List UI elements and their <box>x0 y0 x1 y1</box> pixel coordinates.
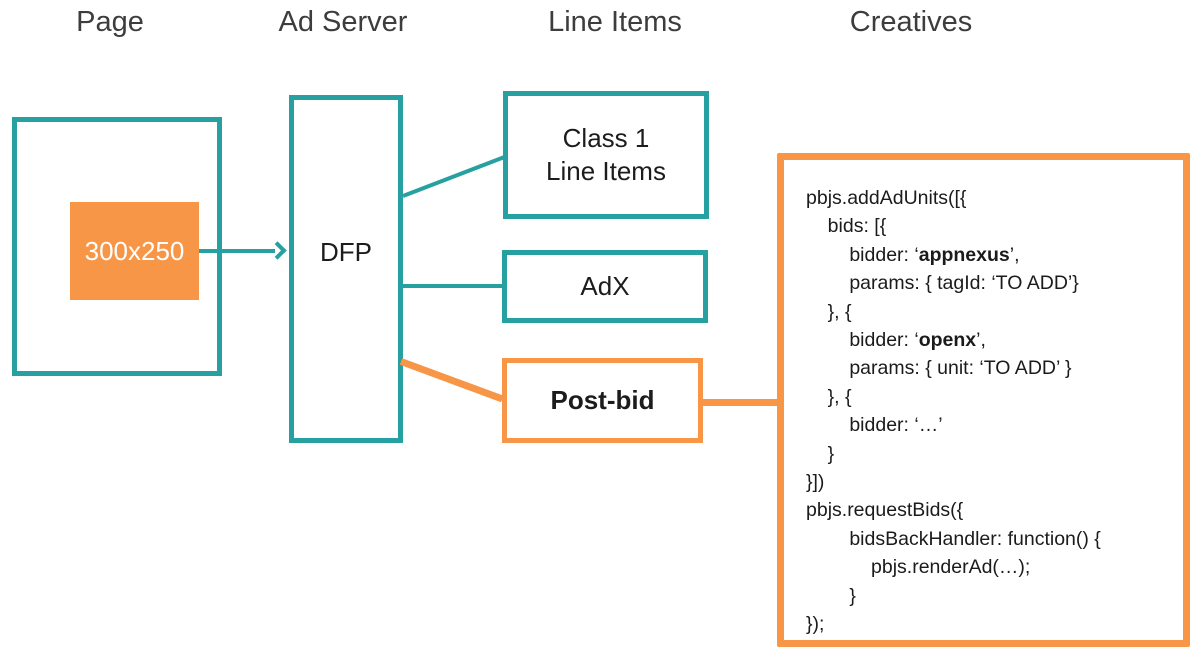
connector-dfp-to-class1 <box>402 155 505 198</box>
code-line: params: { tagId: ‘TO ADD’} <box>806 272 1079 295</box>
postbid-box: Post-bid <box>502 358 703 443</box>
code-line: }, { <box>806 385 852 408</box>
code-line: pbjs.renderAd(…); <box>806 556 1031 579</box>
code-line: bidder: ‘openx’, <box>806 329 986 352</box>
code-line: pbjs.requestBids({ <box>806 499 964 522</box>
dfp-label: DFP <box>320 237 372 267</box>
code-block: pbjs.addAdUnits([{ bids: [{ bidder: ‘app… <box>784 160 1111 639</box>
column-header-creatives: Creatives <box>849 6 973 38</box>
ad-slot-box: 300x250 <box>70 202 199 300</box>
code-line: }, { <box>806 300 852 323</box>
code-line: params: { unit: ‘TO ADD’ } <box>806 357 1072 380</box>
code-line: } <box>806 584 856 607</box>
code-line: pbjs.addAdUnits([{ <box>806 187 967 209</box>
class1-label-line2: Line Items <box>546 156 666 186</box>
column-header-page: Page <box>76 6 144 38</box>
class1-label-line1: Class 1 <box>562 123 650 153</box>
connector-postbid-to-creatives <box>700 399 780 406</box>
dfp-box <box>289 95 403 443</box>
connector-dfp-to-postbid <box>399 358 504 403</box>
connector-dfp-to-adx <box>403 284 503 288</box>
code-line: } <box>806 442 835 465</box>
column-header-line-items: Line Items <box>548 6 682 38</box>
code-line: bidder: ‘…’ <box>806 414 943 437</box>
column-header-ad-server: Ad Server <box>278 6 408 38</box>
code-line: }]) <box>806 471 825 494</box>
arrow-page-to-dfp-line <box>199 249 275 253</box>
code-line: bidsBackHandler: function() { <box>806 527 1101 550</box>
code-line: bidder: ‘appnexus’, <box>806 243 1020 266</box>
code-line: bids: [{ <box>806 215 887 238</box>
class1-line-items-box: Class 1 Line Items <box>503 91 709 219</box>
arrow-right-head-icon <box>268 241 287 260</box>
code-line: }); <box>806 613 825 636</box>
adx-box: AdX <box>502 250 708 323</box>
creatives-code-box: pbjs.addAdUnits([{ bids: [{ bidder: ‘app… <box>777 153 1190 647</box>
